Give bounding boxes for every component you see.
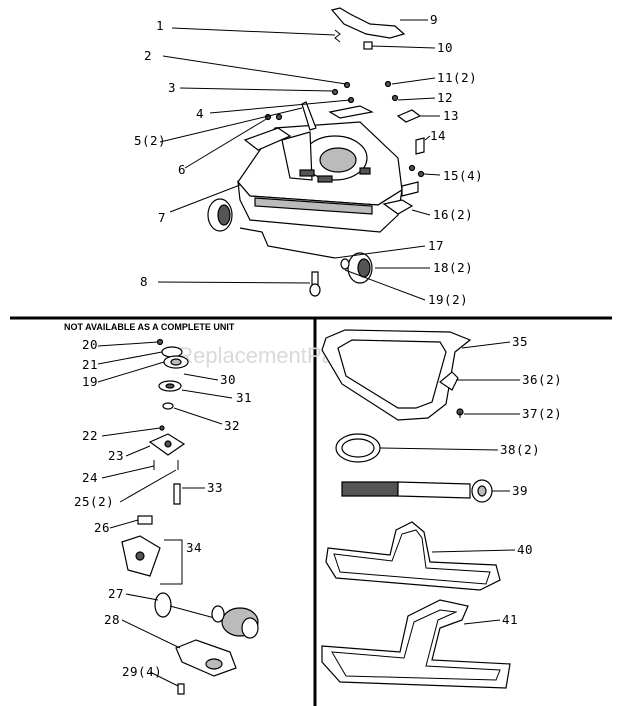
callout-38: 38(2): [500, 442, 540, 457]
callout-12: 12: [437, 90, 453, 105]
callout-16: 16(2): [433, 207, 473, 222]
callout-36: 36(2): [522, 372, 562, 387]
clip-part-10: [363, 41, 373, 50]
callout-34: 34: [186, 540, 202, 555]
left-wheel: [207, 198, 233, 232]
callout-20: 20: [82, 337, 98, 352]
callout-17: 17: [428, 238, 444, 253]
callout-26: 26: [94, 520, 110, 535]
availability-notice: NOT AVAILABLE AS A COMPLETE UNIT: [64, 322, 235, 332]
belt-loop-part-40: [325, 521, 501, 591]
callout-41: 41: [502, 612, 518, 627]
bottom-left-leaders: [97, 341, 233, 687]
callout-39: 39: [512, 483, 528, 498]
base-housing: [237, 121, 403, 233]
right-wheel: [340, 252, 373, 284]
callout-18: 18(2): [433, 260, 473, 275]
clip-part-15: [401, 181, 419, 197]
callout-22: 22: [82, 428, 98, 443]
callout-13: 13: [443, 108, 459, 123]
callout-28: 28: [104, 612, 120, 627]
callout-23: 23: [108, 448, 124, 463]
callout-30: 30: [220, 372, 236, 387]
clip-part-36: [438, 371, 459, 391]
plate-part-6: [243, 127, 292, 151]
callout-37: 37(2): [522, 406, 562, 421]
callout-25: 25(2): [74, 494, 114, 509]
spring-part-1: [334, 29, 341, 43]
callout-35: 35: [512, 334, 528, 349]
callout-8: 8: [140, 274, 148, 289]
callout-40: 40: [517, 542, 533, 557]
callout-2: 2: [144, 48, 152, 63]
belt-ring-part-38: [335, 433, 381, 463]
callout-21: 21: [82, 357, 98, 372]
bracket-part-12: [328, 105, 374, 119]
lever-part-9: [330, 7, 406, 39]
callout-33: 33: [207, 480, 223, 495]
hook-part-4: [301, 101, 317, 131]
brushroll-part-39: [341, 479, 493, 503]
fan-housing-part-28: [175, 639, 237, 677]
callout-3: 3: [168, 80, 176, 95]
motor-parts-stack: [121, 338, 189, 585]
callout-10: 10: [437, 40, 453, 55]
callout-27: 27: [108, 586, 124, 601]
top-leaders: [157, 19, 441, 301]
callout-32: 32: [224, 418, 240, 433]
motor-part-27: [154, 592, 259, 639]
bumper-frame-part-35: [321, 329, 472, 421]
callout-19-motor: 19: [82, 374, 98, 389]
callout-14: 14: [430, 128, 446, 143]
callout-24: 24: [82, 470, 98, 485]
callout-5: 5(2): [134, 133, 166, 148]
nozzle-base-part-41: [321, 599, 511, 689]
callout-15: 15(4): [443, 168, 483, 183]
pin-part-8: [309, 271, 321, 297]
callout-6: 6: [178, 162, 186, 177]
bottom-right-leaders: [379, 341, 520, 625]
callout-9: 9: [430, 12, 438, 27]
callout-11: 11(2): [437, 70, 477, 85]
callout-29: 29(4): [122, 664, 162, 679]
latch-part-14: [415, 137, 425, 155]
pedal-part-13: [396, 109, 422, 123]
callout-4: 4: [196, 106, 204, 121]
guard-part-16: [382, 199, 414, 215]
callout-1: 1: [156, 18, 164, 33]
callout-31: 31: [236, 390, 252, 405]
axle-rod: [239, 227, 336, 259]
screw-part-29: [177, 683, 185, 695]
callout-19: 19(2): [428, 292, 468, 307]
callout-7: 7: [158, 210, 166, 225]
screw-part-37: [456, 408, 464, 418]
